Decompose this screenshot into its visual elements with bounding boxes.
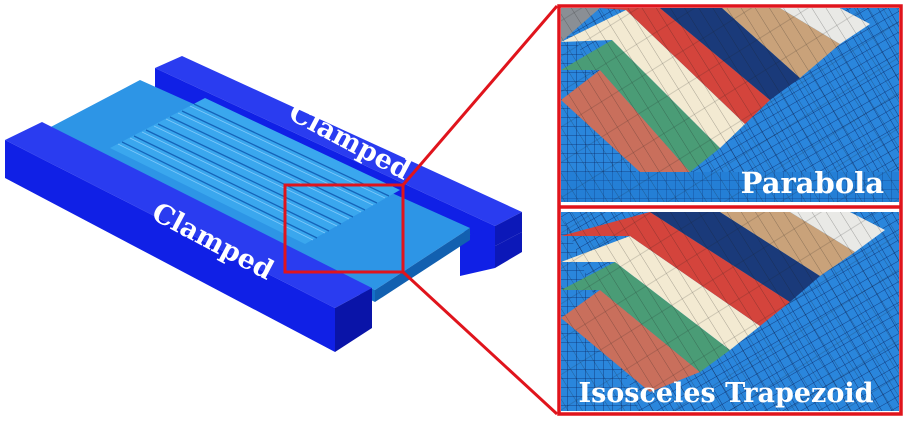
zoom-region-box — [283, 183, 405, 274]
parabola-label: Parabola — [741, 166, 885, 200]
trapezoid-detail: Isosceles Trapezoid — [561, 212, 899, 411]
zoom-panel-frame — [557, 4, 903, 416]
trapezoid-label: Isosceles Trapezoid — [578, 378, 873, 409]
front-clamp-block — [5, 122, 372, 352]
parabola-stiffeners — [561, 8, 899, 202]
parabola-detail: Parabola — [561, 8, 899, 202]
zoom-panel: Parabola Isosceles Trapezoid — [557, 4, 903, 416]
zoom-connector-lines — [401, 5, 559, 416]
trapezoid-stiffeners — [561, 212, 899, 411]
plate-model: Clamped Clamped — [5, 56, 522, 352]
stiffener-ribs — [110, 98, 400, 244]
